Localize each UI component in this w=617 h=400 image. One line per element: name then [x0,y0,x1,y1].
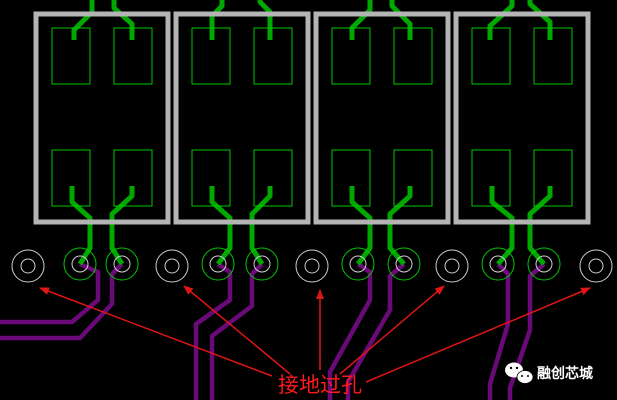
top-trace [489,186,515,266]
bottom-trace [209,262,264,400]
arrow-to-ground-via [39,287,273,377]
signal-vias [63,247,561,281]
pad [393,149,433,207]
ground-via [579,249,613,283]
arrow-to-ground-via [339,285,445,375]
bottom-trace [0,262,124,341]
pad [393,27,433,85]
ground-via [295,249,329,283]
top-trace [209,186,233,266]
pad [51,27,91,85]
top-trace [349,0,373,40]
bottom-trace [345,262,406,400]
arrow-to-ground-via [183,285,291,375]
pads [51,27,573,207]
signal-via [481,247,515,281]
pad [51,149,91,207]
top-trace [209,0,225,40]
bottom-trace [193,262,233,400]
ground-via [155,249,189,283]
arrow-to-ground-via [365,287,591,383]
signal-via [527,247,561,281]
top-trace [111,0,135,40]
top-trace [527,186,553,266]
watermark-text: 融创芯城 [537,365,593,382]
signal-via [201,247,235,281]
component-outline [313,11,451,225]
pad [191,149,231,207]
annotation-label: 接地过孔 [278,373,362,397]
watermark: 融创芯城 [505,362,593,384]
pad [191,27,231,85]
top-trace [349,186,373,266]
pad [113,27,153,85]
top-trace [257,0,273,40]
pad [533,149,573,207]
pad [113,149,153,207]
pad [471,149,511,207]
top-trace [71,0,95,40]
bottom-trace [507,262,546,400]
top-trace [249,186,273,266]
bottom-trace [487,262,511,400]
ground-via [11,249,45,283]
signal-via [105,247,139,281]
component-outlines [33,11,591,225]
bottom-layer-traces [0,261,546,400]
top-layer-traces [69,0,553,266]
signal-via [341,247,375,281]
ground-vias [11,249,613,283]
top-trace [387,186,413,266]
pad [331,27,371,85]
pad [471,27,511,85]
component-outline [453,11,591,225]
component-outline [173,11,311,225]
top-trace [487,0,515,40]
wechat-icon [505,362,534,384]
signal-via [387,247,421,281]
signal-via [245,247,279,281]
ground-via [435,249,469,283]
signal-via [63,247,97,281]
top-trace [389,0,413,40]
top-trace [69,186,93,266]
top-trace [527,0,553,40]
bottom-trace [327,262,373,400]
top-trace [109,186,135,266]
pad [331,149,371,207]
pad [253,149,293,207]
pad [533,27,573,85]
pad [253,27,293,85]
bottom-trace [0,261,101,325]
annotation-arrows [39,285,591,383]
component-outline [33,11,171,225]
